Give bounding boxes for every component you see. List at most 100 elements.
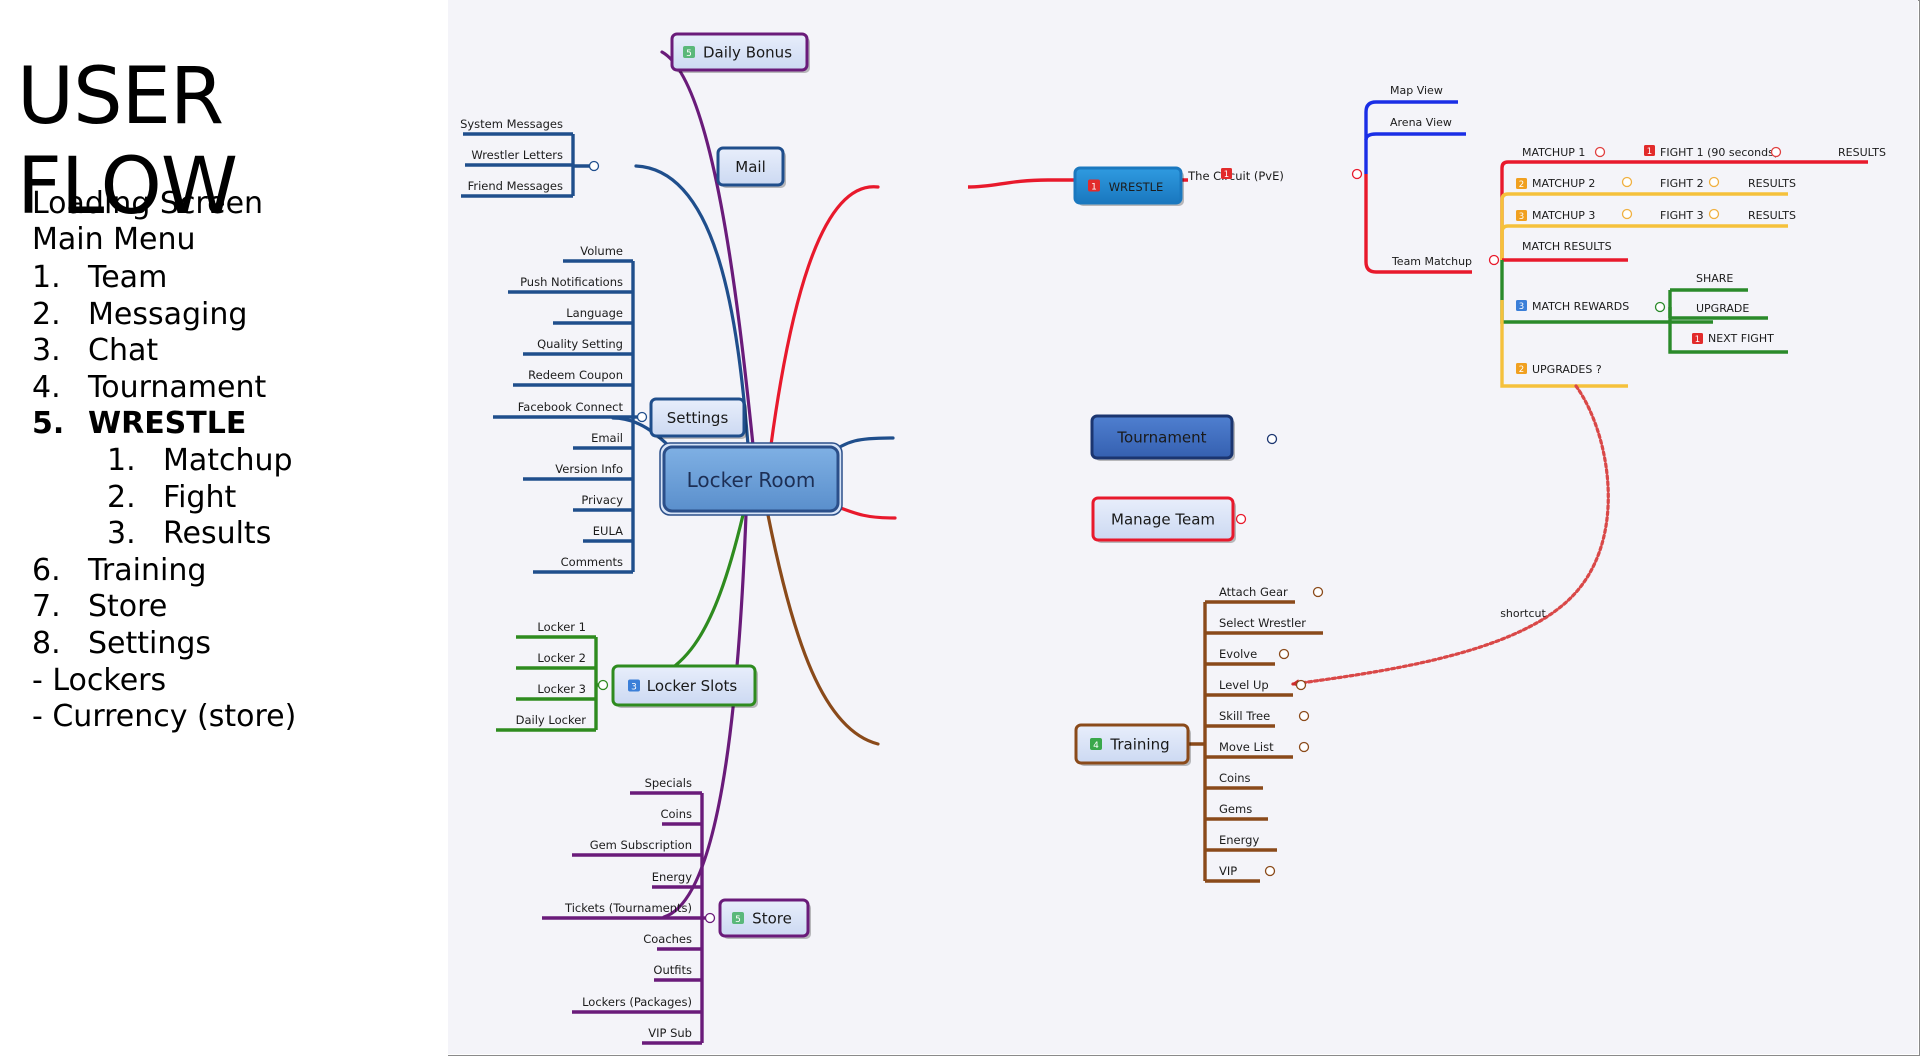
expand-toggle-icon[interactable] bbox=[588, 160, 600, 172]
store-item: Energy bbox=[652, 870, 692, 884]
daily-bonus-node-box[interactable] bbox=[670, 32, 809, 72]
expand-toggle-icon[interactable] bbox=[1235, 513, 1247, 525]
wrestle-node-label: WRESTLE bbox=[1109, 180, 1164, 194]
locker-room-node[interactable]: Locker Room bbox=[659, 442, 843, 516]
settings-item: EULA bbox=[593, 524, 623, 538]
team-matchup-label: Team Matchup bbox=[1391, 255, 1472, 268]
expand-toggle-icon[interactable] bbox=[1594, 146, 1606, 158]
matchup2-line bbox=[1500, 192, 1788, 260]
expand-toggle-icon[interactable] bbox=[1312, 586, 1324, 598]
store-item: Coaches bbox=[643, 932, 692, 946]
priority-badge-value: 1 bbox=[1647, 147, 1652, 157]
expand-toggle-icon[interactable] bbox=[704, 912, 716, 924]
expand-toggle-icon[interactable] bbox=[636, 411, 648, 423]
expand-toggle-icon[interactable] bbox=[1351, 168, 1363, 180]
settings-node-box[interactable] bbox=[649, 397, 746, 438]
outline-number: 8. bbox=[32, 626, 61, 661]
outline-text: Team bbox=[88, 260, 168, 295]
manage-team-node[interactable]: Manage Team bbox=[1091, 496, 1236, 543]
priority-badge-value: 5 bbox=[686, 49, 692, 59]
expand-toggle-icon[interactable] bbox=[1621, 208, 1633, 220]
tournament-node-box[interactable] bbox=[1090, 414, 1234, 460]
mail-item: Wrestler Letters bbox=[471, 148, 563, 162]
wrestle-node[interactable]: 1 WRESTLE bbox=[1073, 166, 1184, 206]
branch-locker-slots bbox=[621, 513, 745, 687]
arena-view-line bbox=[1364, 132, 1466, 141]
upgrades-line bbox=[1500, 300, 1628, 388]
priority-badge-value: 1 bbox=[1695, 335, 1700, 345]
expand-toggle-icon[interactable] bbox=[1298, 741, 1310, 753]
priority-badge-icon bbox=[1090, 738, 1102, 750]
outline-number: 1. bbox=[32, 260, 61, 295]
store-item: Coins bbox=[660, 807, 692, 821]
expand-toggle-icon[interactable] bbox=[1654, 301, 1666, 313]
wrestle-circuit-line bbox=[967, 178, 1188, 189]
results-2-label: RESULTS bbox=[1748, 177, 1796, 190]
expand-toggle-icon[interactable] bbox=[1770, 146, 1782, 158]
training-item: Energy bbox=[1219, 833, 1259, 847]
arena-view-label: Arena View bbox=[1390, 116, 1452, 129]
outline-number: 2. bbox=[32, 297, 61, 332]
manage-team-node-label: Manage Team bbox=[1111, 511, 1215, 529]
priority-badge-icon bbox=[732, 912, 744, 924]
next-fight-label: NEXT FIGHT bbox=[1708, 332, 1774, 345]
settings-node[interactable]: Settings bbox=[649, 397, 747, 439]
expand-toggle-icon[interactable] bbox=[1295, 679, 1307, 691]
expand-toggle-icon[interactable] bbox=[1298, 710, 1310, 722]
settings-item: Quality Setting bbox=[537, 337, 623, 351]
training-item: Attach Gear bbox=[1219, 585, 1288, 599]
expand-toggle-icon[interactable] bbox=[1266, 433, 1278, 445]
share-label: SHARE bbox=[1696, 272, 1733, 285]
branch-store bbox=[662, 513, 748, 919]
branch-training bbox=[766, 513, 880, 746]
expand-toggle-icon[interactable] bbox=[597, 679, 609, 691]
outline-text: Fight bbox=[163, 480, 237, 515]
outline-text: Loading Screen bbox=[32, 186, 264, 221]
store-node-box[interactable] bbox=[718, 898, 810, 938]
training-node-box[interactable] bbox=[1074, 723, 1190, 765]
locker-room-box[interactable] bbox=[662, 445, 840, 513]
expand-toggle-icon[interactable] bbox=[1264, 865, 1276, 877]
store-item: Outfits bbox=[653, 963, 692, 977]
locker-slots-node-box[interactable] bbox=[611, 664, 757, 707]
training-item: Skill Tree bbox=[1219, 709, 1270, 723]
store-node-label: Store bbox=[752, 910, 792, 928]
settings-item: Volume bbox=[580, 244, 623, 258]
priority-badge-icon bbox=[1644, 145, 1655, 156]
training-item: Level Up bbox=[1219, 678, 1269, 692]
priority-badge-value: 3 bbox=[631, 683, 637, 693]
results-1-label: RESULTS bbox=[1838, 146, 1886, 159]
matchup-1-label: MATCHUP 1 bbox=[1522, 146, 1585, 159]
priority-badge-value: 3 bbox=[1519, 302, 1524, 312]
settings-item: Version Info bbox=[555, 462, 623, 476]
outline-number: 3. bbox=[107, 516, 136, 551]
mail-item: System Messages bbox=[460, 117, 563, 131]
expand-toggle-icon[interactable] bbox=[1708, 176, 1720, 188]
branch-daily-bonus bbox=[660, 50, 755, 447]
outline-text: Training bbox=[88, 553, 207, 588]
priority-badge-value: 1 bbox=[1224, 170, 1229, 180]
expand-toggle-icon[interactable] bbox=[1278, 648, 1290, 660]
priority-badge-value: 1 bbox=[1091, 183, 1097, 193]
outline-text: Matchup bbox=[163, 443, 293, 478]
training-item: Evolve bbox=[1219, 647, 1257, 661]
settings-node-label: Settings bbox=[667, 409, 729, 427]
store-item: Tickets (Tournaments) bbox=[564, 901, 692, 915]
mail-node-box[interactable] bbox=[716, 146, 785, 187]
settings-item: Facebook Connect bbox=[518, 400, 624, 414]
wrestle-node-box[interactable] bbox=[1073, 166, 1183, 205]
shortcut-label: shortcut bbox=[1500, 607, 1546, 620]
settings-item: Redeem Coupon bbox=[528, 368, 623, 382]
settings-item: Push Notifications bbox=[520, 275, 623, 289]
mail-node[interactable]: Mail bbox=[716, 146, 786, 188]
expand-toggle-icon[interactable] bbox=[1708, 208, 1720, 220]
expand-toggle-icon[interactable] bbox=[1621, 176, 1633, 188]
expand-toggle-icon[interactable] bbox=[1488, 254, 1500, 266]
tournament-node[interactable]: Tournament bbox=[1090, 414, 1235, 461]
manage-team-node-box[interactable] bbox=[1091, 496, 1235, 542]
